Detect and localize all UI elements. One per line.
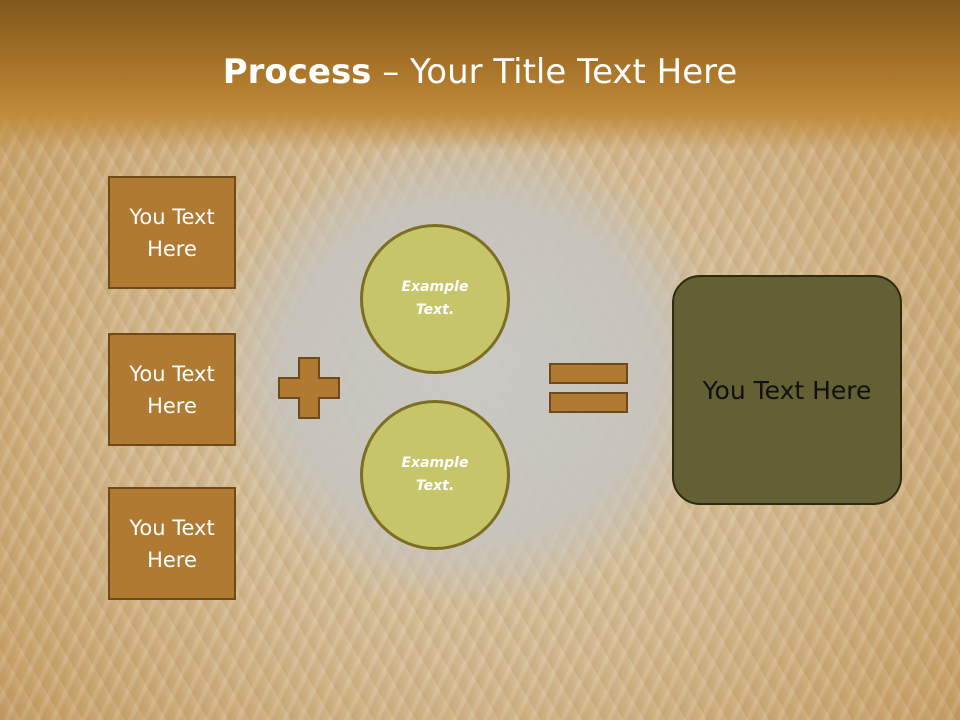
slide-title: Process – Your Title Text Here [0, 52, 960, 92]
example-circle-2: Example Text. [360, 400, 510, 550]
input-box-3: You Text Here [108, 487, 236, 600]
plus-icon [278, 357, 340, 419]
example-circle-1: Example Text. [360, 224, 510, 374]
header-band [0, 0, 960, 150]
input-box-1: You Text Here [108, 176, 236, 289]
result-label: You Text Here [702, 375, 872, 405]
input-box-label: You Text Here [129, 515, 215, 572]
circle-label: Example Text. [401, 455, 469, 494]
result-box: You Text Here [672, 275, 902, 505]
equals-icon [549, 363, 628, 413]
input-box-label: You Text Here [129, 361, 215, 418]
input-box-2: You Text Here [108, 333, 236, 446]
input-box-label: You Text Here [129, 204, 215, 261]
circle-label: Example Text. [401, 279, 469, 318]
title-rest: – Your Title Text Here [371, 52, 738, 92]
title-bold: Process [222, 52, 372, 92]
